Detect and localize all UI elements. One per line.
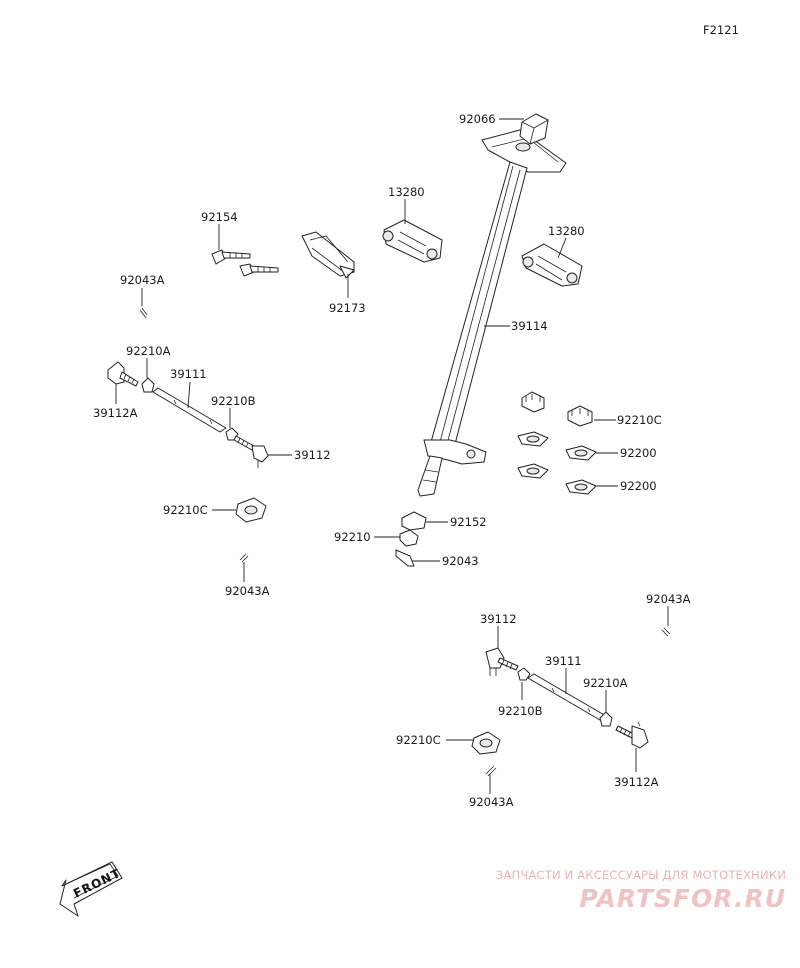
shaft-holder-13280-b[interactable] [521,243,583,287]
callout-92043a-1: 92043A [120,273,165,287]
diagram-code: F2121 [703,23,739,37]
castle-nut-a[interactable] [521,391,545,413]
callout-92200-2: 92200 [620,479,657,493]
nut-92210a-right[interactable] [599,711,613,727]
cotter-pin-92043a-4[interactable] [485,765,497,777]
bushing-cap-92066[interactable] [519,113,549,145]
castle-nut-92210c-left[interactable] [235,497,267,523]
bolts-92154[interactable] [211,249,279,277]
callout-39112a-1: 39112A [93,406,138,420]
callout-92152: 92152 [450,515,487,529]
callout-92210: 92210 [334,530,371,544]
callout-92210c-2: 92210C [617,413,662,427]
callout-92210a-2: 92210A [583,676,628,690]
tie-rod-end-39112-right[interactable] [485,647,519,676]
washer-92200-b[interactable] [565,479,597,495]
tie-rod-39111-left[interactable] [152,387,227,433]
clamp-92152[interactable] [401,511,427,531]
callout-92210b-2: 92210B [498,704,543,718]
callout-92210c-3: 92210C [396,733,441,747]
callout-13280-b: 13280 [548,224,585,238]
callout-39112a-2: 39112A [614,775,659,789]
callout-13280-a: 13280 [388,185,425,199]
bracket-92173[interactable] [301,231,355,279]
callout-92210a-1: 92210A [126,344,171,358]
cotter-pin-92043a-2[interactable] [239,553,249,563]
callout-92043a-2: 92043A [225,584,270,598]
tie-rod-end-39112a-right[interactable] [615,721,649,749]
callout-92200-1: 92200 [620,446,657,460]
nut-92210b-right[interactable] [517,667,531,681]
callout-92173: 92173 [329,301,366,315]
tie-rod-end-39112-left[interactable] [233,435,269,468]
watermark-logo: PARTSFOR.RU [579,884,786,913]
steering-shaft[interactable] [417,129,567,497]
tie-rod-end-39112a-left[interactable] [107,361,139,387]
castle-nut-92210c-center[interactable] [567,405,593,427]
callout-92066: 92066 [459,112,496,126]
front-direction-arrow: FRONT [59,861,123,917]
callout-39111-1: 39111 [170,367,207,381]
watermark: ЗАПЧАСТИ И АКСЕССУАРЫ ДЛЯ МОТОТЕХНИКИ PA… [486,868,786,913]
callout-39114: 39114 [511,319,548,333]
washer-92200-a[interactable] [565,445,597,461]
castle-nut-92210c-right[interactable] [471,731,501,755]
callout-39111-2: 39111 [545,654,582,668]
nut-92210a-left[interactable] [141,377,155,393]
callout-92043a-3: 92043A [646,592,691,606]
callout-92043a-4: 92043A [469,795,514,809]
callout-39112-1: 39112 [294,448,331,462]
callout-92043: 92043 [442,554,479,568]
cotter-pin-92043[interactable] [395,549,415,567]
callout-92210b-1: 92210B [211,394,256,408]
callout-92154: 92154 [201,210,238,224]
shaft-holder-13280-a[interactable] [382,219,443,263]
callout-39112-2: 39112 [480,612,517,626]
cotter-pin-92043a-3[interactable] [661,627,671,637]
cotter-pin-92043a-1[interactable] [139,307,148,319]
washer-b[interactable] [517,463,549,479]
watermark-caption: ЗАПЧАСТИ И АКСЕССУАРЫ ДЛЯ МОТОТЕХНИКИ [495,868,786,882]
nut-92210-center[interactable] [399,529,419,547]
washer-a[interactable] [517,431,549,447]
callout-92210c-1: 92210C [163,503,208,517]
